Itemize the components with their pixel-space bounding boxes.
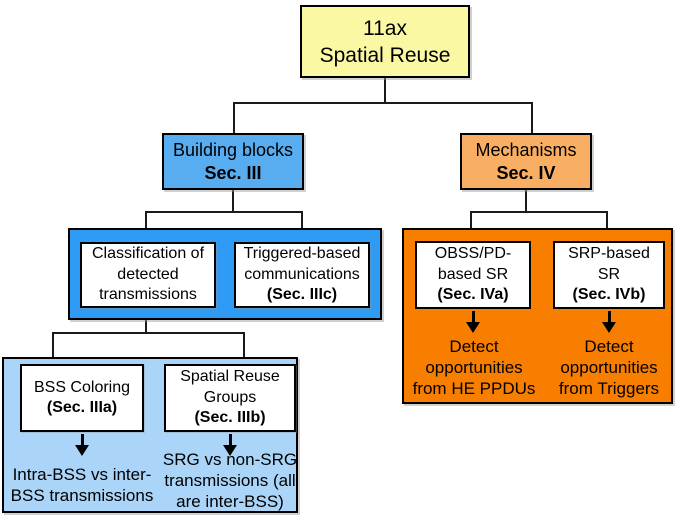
connector-line <box>384 77 386 104</box>
down-arrow-icon <box>602 311 616 333</box>
obss-label: OBSS/PD- based SR <box>434 245 512 283</box>
down-arrow-icon <box>75 434 89 456</box>
obss-note: Detect opportunities from HE PPDUs <box>412 337 536 398</box>
building-blocks-group: Classification of detected transmissions… <box>68 228 382 320</box>
connector-line <box>145 211 303 213</box>
srp-section: (Sec. IVb) <box>572 286 646 304</box>
down-arrow-icon <box>466 311 480 333</box>
srg-label: Spatial Reuse Groups <box>180 368 280 406</box>
triggered-communications-node: Triggered-based communications (Sec. III… <box>234 242 370 308</box>
srg-note: SRG vs non-SRG transmissions (all are in… <box>162 450 298 511</box>
mechanisms-node: Mechanisms Sec. IV <box>460 133 592 190</box>
connector-line <box>232 189 234 213</box>
connector-line <box>145 211 147 228</box>
connector-line <box>525 189 527 213</box>
mechanisms-section: Sec. IV <box>496 162 556 183</box>
connector-line <box>233 102 235 133</box>
spatial-reuse-groups-node: Spatial Reuse Groups (Sec. IIIb) <box>164 364 296 432</box>
bss-coloring-node: BSS Coloring (Sec. IIIa) <box>20 364 144 432</box>
building-blocks-node: Building blocks Sec. III <box>162 133 304 190</box>
triggered-section: (Sec. IIIc) <box>266 286 338 304</box>
connector-line <box>243 332 245 358</box>
root-label: 11ax Spatial Reuse <box>319 16 451 67</box>
srg-section: (Sec. IIIb) <box>194 409 266 427</box>
connector-line <box>233 102 533 104</box>
triggered-label: Triggered-based communications <box>243 245 361 283</box>
bss-coloring-label: BSS Coloring <box>33 378 131 396</box>
connector-line <box>52 332 54 358</box>
building-blocks-section: Sec. III <box>204 162 262 183</box>
mechanisms-label: Mechanisms <box>475 139 577 160</box>
mechanisms-group: OBSS/PD- based SR (Sec. IVa) SRP-based S… <box>402 228 673 404</box>
bss-coloring-note: Intra-BSS vs inter- BSS transmissions <box>10 465 154 505</box>
connector-line <box>470 211 608 213</box>
srp-based-sr-node: SRP-based SR (Sec. IVb) <box>553 241 665 309</box>
srp-label: SRP-based SR <box>568 245 650 283</box>
connector-line <box>470 211 472 228</box>
obss-pd-based-sr-node: OBSS/PD- based SR (Sec. IVa) <box>415 241 531 309</box>
classification-group: BSS Coloring (Sec. IIIa) Spatial Reuse G… <box>2 357 298 513</box>
connector-line <box>531 102 533 133</box>
connector-line <box>52 332 245 334</box>
building-blocks-label: Building blocks <box>172 139 294 160</box>
down-arrow-icon <box>223 434 237 456</box>
root-node-11ax-spatial-reuse: 11ax Spatial Reuse <box>300 5 470 78</box>
connector-line <box>145 320 147 334</box>
classification-label: Classification of detected transmissions <box>91 245 205 304</box>
srp-note: Detect opportunities from Triggers <box>558 337 660 398</box>
connector-line <box>301 211 303 228</box>
connector-line <box>606 211 608 228</box>
obss-section: (Sec. IVa) <box>437 286 509 304</box>
classification-node: Classification of detected transmissions <box>80 242 216 308</box>
bss-coloring-section: (Sec. IIIa) <box>46 399 118 416</box>
